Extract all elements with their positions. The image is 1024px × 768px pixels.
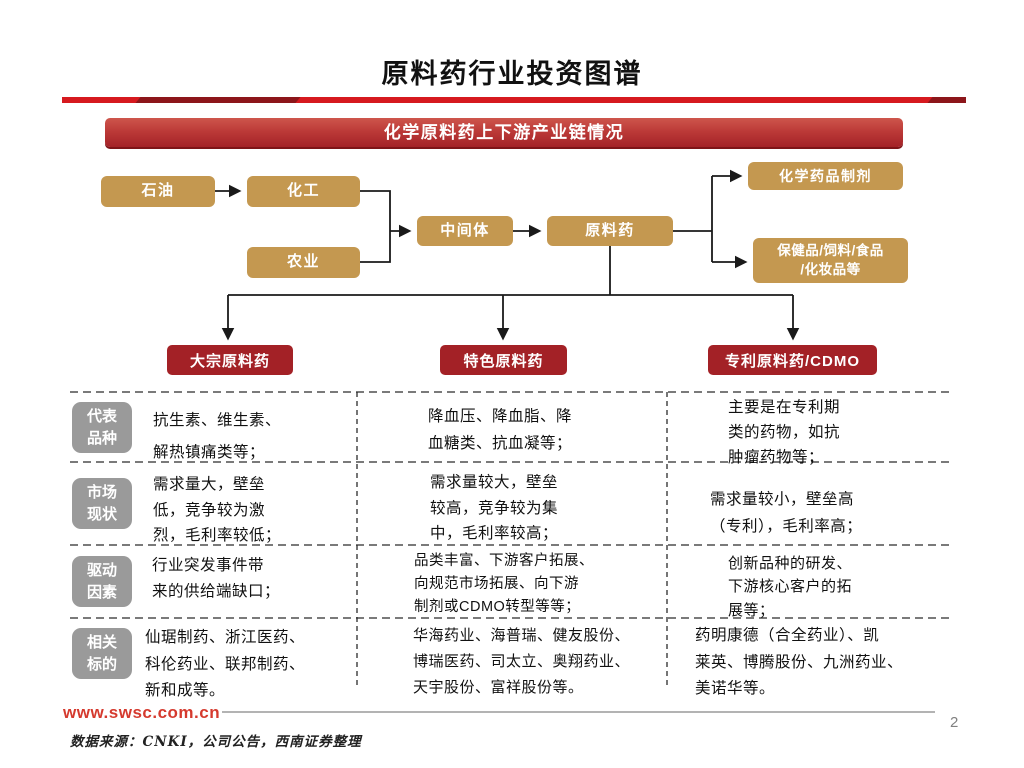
category-patent-cdmo: 专利原料药/CDMO xyxy=(708,345,877,375)
row-label-driving-factors: 驱动 因素 xyxy=(72,556,132,607)
footer-divider-line xyxy=(222,711,935,713)
title-divider-bar xyxy=(62,97,966,103)
category-bulk-api: 大宗原料药 xyxy=(167,345,293,375)
cell-market-bulk: 需求量大，壁垒 低，竞争较为激 烈，毛利率较低； xyxy=(153,476,282,545)
cell-drivers-bulk: 行业突发事件带 来的供给端缺口； xyxy=(152,557,281,600)
flow-node-chemical: 化工 xyxy=(247,176,360,207)
cell-market-patent: 需求量较小，壁垒高 （专利），毛利率高； xyxy=(710,491,863,535)
row-label-related-stocks: 相关 标的 xyxy=(72,628,132,679)
row-label-representative-varieties: 代表 品种 xyxy=(72,402,132,453)
data-source-note: 数据来源：CNKI，公司公告，西南证券整理 xyxy=(70,734,362,750)
divider-accent-right xyxy=(927,97,966,103)
flow-node-api: 原料药 xyxy=(547,216,673,246)
cell-varieties-patent: 主要是在专利期 类的药物，如抗 肿瘤药物等； xyxy=(728,399,841,466)
row-label-market-status: 市场 现状 xyxy=(72,478,132,529)
page-title: 原料药行业投资图谱 xyxy=(381,59,643,89)
cell-drivers-specialty: 品类丰富、下游客户拓展、 向规范市场拓展、向下游 制剂或CDMO转型等等； xyxy=(414,553,594,616)
cell-drivers-patent: 创新品种的研发、 下游核心客户的拓 展等； xyxy=(728,555,853,619)
cell-varieties-bulk: 抗生素、维生素、 解热镇痛类等； xyxy=(153,412,282,461)
cell-stocks-bulk: 仙琚制药、浙江医药、 科伦药业、联邦制药、 新和成等。 xyxy=(145,629,306,700)
cell-stocks-specialty: 华海药业、海普瑞、健友股份、 博瑞医药、司太立、奥翔药业、 天宇股份、富祥股份等… xyxy=(413,627,631,696)
category-specialty-api: 特色原料药 xyxy=(440,345,567,375)
flow-node-oil: 石油 xyxy=(101,176,215,207)
page-number: 2 xyxy=(950,714,959,731)
flow-node-intermediate: 中间体 xyxy=(417,216,513,246)
divider-accent-left xyxy=(135,97,301,103)
company-website: www.swsc.com.cn xyxy=(63,703,221,722)
flow-node-formulation: 化学药品制剂 xyxy=(748,162,903,190)
cell-market-specialty: 需求量较大，壁垒 较高，竞争较为集 中，毛利率较高； xyxy=(430,474,559,543)
cell-varieties-specialty: 降血压、降血脂、降 血糖类、抗血凝等； xyxy=(428,408,573,452)
flow-node-healthcare: 保健品/饲料/食品 /化妆品等 xyxy=(753,238,908,283)
cell-stocks-patent: 药明康德（合全药业）、凯 莱英、博腾股份、九洲药业、 美诺华等。 xyxy=(695,627,904,698)
section-banner: 化学原料药上下游产业链情况 xyxy=(105,118,903,147)
flow-node-agriculture: 农业 xyxy=(247,247,360,278)
